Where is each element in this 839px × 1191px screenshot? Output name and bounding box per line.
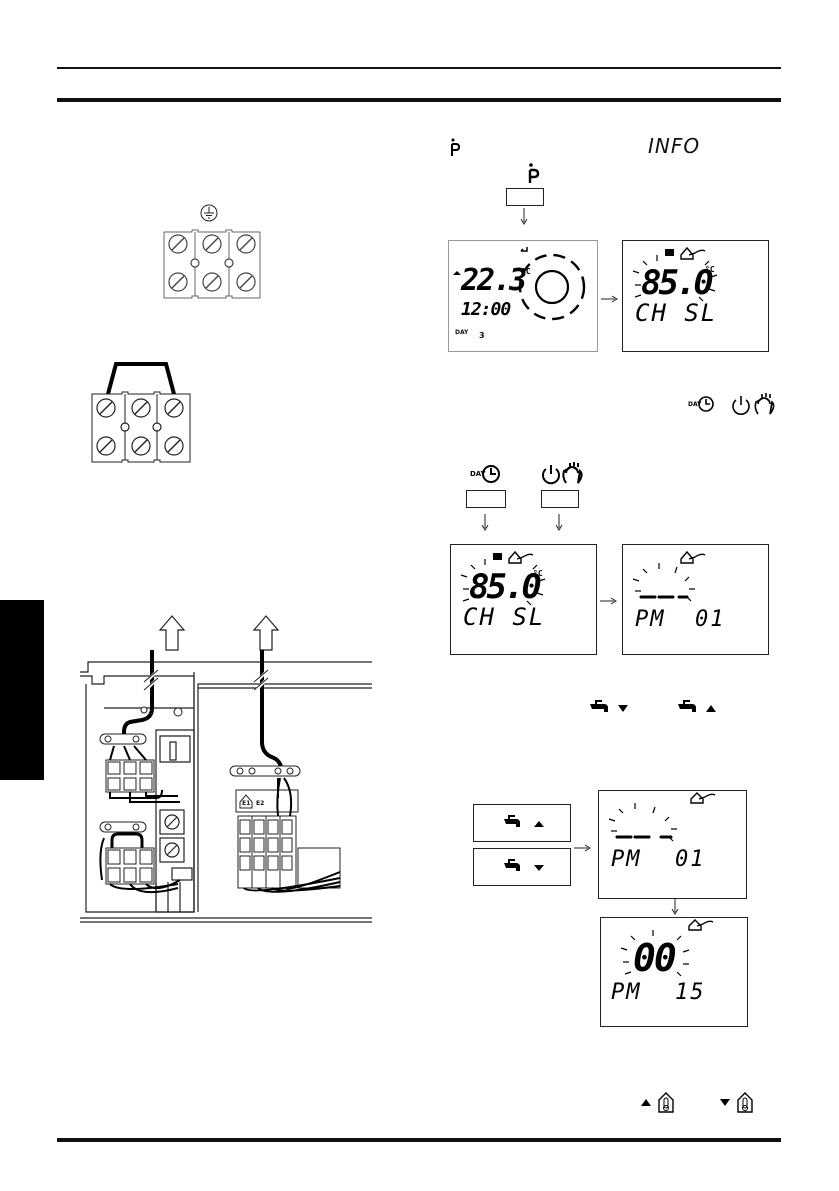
hot-water-up-button[interactable] [473,804,571,842]
temperature-unit: °C [705,265,715,274]
power-icon [540,463,562,485]
day-value: 3 [479,331,485,340]
arrow-right-icon [600,593,618,605]
power-icon [730,394,752,416]
arrow-right-icon [601,291,619,303]
svg-text:DAY: DAY [470,470,487,478]
info-label: INFO [648,134,701,158]
program-value: 01 [675,847,706,872]
ampm-label: PM [611,980,642,1005]
manual-hand-icon [752,392,778,418]
hot-water-up-icon [504,815,544,827]
ch-setpoint-value: 85.0 [641,263,714,303]
ampm-label: PM [635,607,666,632]
terminal-label-e2: E2 [256,800,265,807]
day-clock-icon: DAY [688,394,714,416]
ch-setpoint-value: 85.0 [469,567,542,607]
temperature-unit: °C [533,569,543,578]
display-home: 22.3 °C 12:00 DAY 3 [448,240,598,352]
temperature-unit: °C [521,267,531,276]
day-clock-icon: DAY [470,463,500,487]
arrow-down-icon [480,514,490,532]
wiring-diagram: E1 E2 [80,612,372,926]
room-temperature: 22.3 [461,263,527,298]
day-label: DAY [455,329,469,336]
hot-water-down-icon [588,698,630,718]
hot-water-down-button[interactable] [473,848,571,886]
clock-time: 12:00 [461,299,511,320]
arrow-down-icon [519,208,529,226]
minutes-value: 00 [633,936,677,980]
mode-label: CH SL [635,299,718,327]
hot-water-up-icon [676,698,722,718]
display-ch-setpoint-2: 85.0 °C CH SL [450,544,597,655]
header-rule-thick [57,98,781,102]
display-time-program-3: 00 PM 15 [600,917,748,1027]
room-temp-down-icon [718,1090,758,1114]
header-rule-thin [57,67,781,69]
arrow-right-icon [574,840,592,852]
room-temp-up-icon [639,1090,679,1114]
display-time-program: PM 01 [622,544,769,655]
hot-water-down-icon [504,859,544,871]
display-ch-setpoint: 85.0 °C CH SL [622,240,769,352]
arrow-down-icon [554,514,564,532]
terminal-block-top [162,228,262,300]
power-manual-button[interactable] [541,490,579,508]
day-clock-button[interactable] [466,490,506,508]
svg-text:DAY: DAY [688,401,702,408]
section-side-tab [0,600,44,780]
footer-rule [57,1138,781,1142]
terminal-block-bridged [88,358,194,464]
arrow-down-icon [670,898,680,916]
ampm-label: PM [611,847,642,872]
terminal-label-e1: E1 [242,800,251,807]
display-time-program-2: PM 01 [598,790,747,899]
earth-icon [200,204,218,222]
mode-label: CH SL [463,603,546,631]
program-minutes: 15 [675,980,706,1005]
programming-key-icon [526,163,540,185]
program-value: 01 [695,607,726,632]
programming-key-icon [449,138,461,158]
programming-key-button[interactable] [506,188,544,206]
manual-hand-icon [560,461,586,487]
